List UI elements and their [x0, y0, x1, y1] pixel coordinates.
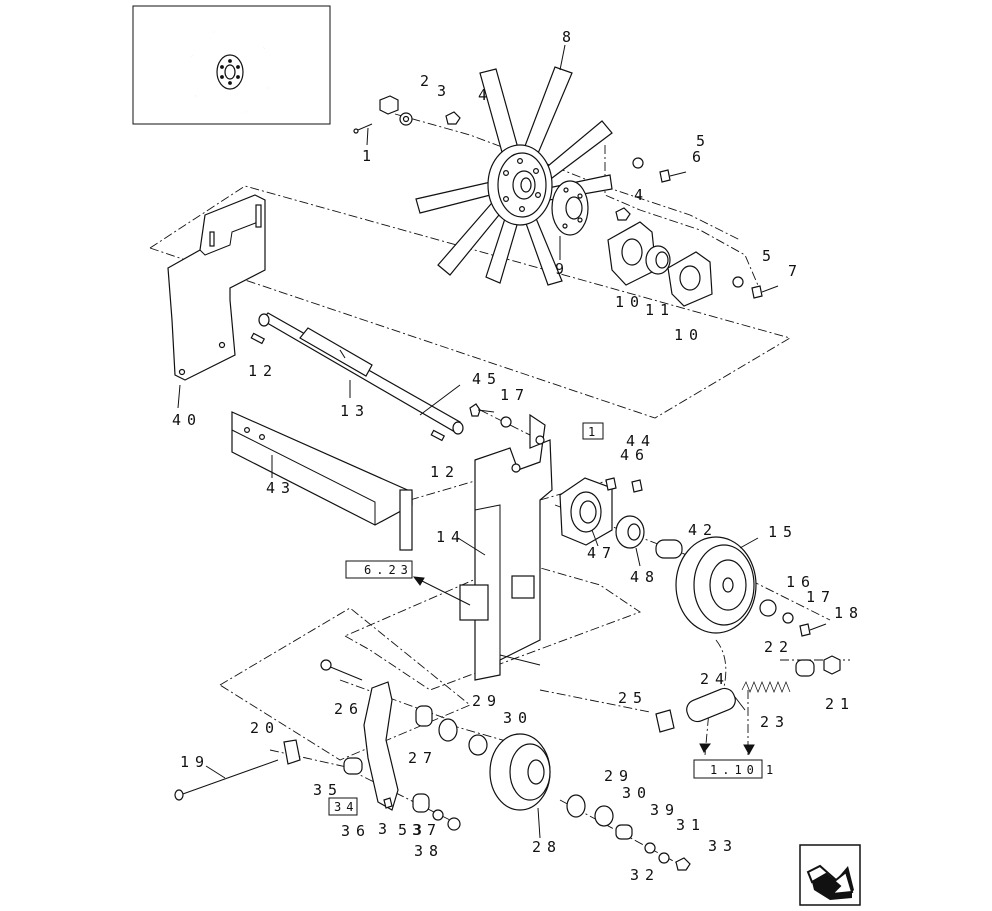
drive-shaft [250, 312, 464, 442]
label-47: 47 [587, 544, 617, 562]
label-7: 7 [788, 262, 803, 280]
label-31: 31 [676, 816, 706, 834]
next-page-button[interactable] [799, 844, 861, 906]
label-10b: 10 [674, 326, 704, 344]
label-28: 28 [532, 838, 562, 856]
label-4a: 4 [478, 86, 493, 104]
label-2: 2 [420, 72, 435, 90]
label-19: 19 [180, 753, 210, 771]
label-3: 3 [437, 82, 452, 100]
reference-box-1: 1 [582, 422, 604, 440]
label-9: 9 [555, 260, 570, 278]
idler-arm-group [174, 659, 691, 871]
label-10a: 10 [615, 293, 645, 311]
label-38: 38 [414, 842, 444, 860]
label-20: 20 [250, 719, 280, 737]
label-35: 35 [313, 781, 343, 799]
label-23: 23 [760, 713, 790, 731]
tensioner-plate [459, 413, 553, 681]
label-30b: 30 [622, 784, 652, 802]
label-36: 36 [341, 822, 371, 840]
channel-arm [231, 411, 413, 551]
fan-flange [551, 180, 589, 236]
label-14: 14 [436, 528, 466, 546]
label-13: 13 [340, 402, 370, 420]
label-25: 25 [618, 689, 648, 707]
label-24: 24 [700, 670, 730, 688]
svg-text:1: 1 [588, 425, 600, 439]
label-45: 45 [472, 370, 502, 388]
svg-text:1.10: 1.10 [710, 763, 759, 777]
cooling-fan [415, 66, 613, 286]
label-39: 39 [650, 801, 680, 819]
label-37: 37 [412, 821, 442, 839]
label-17b: 17 [806, 588, 836, 606]
label-46: 46 [620, 446, 650, 464]
label-32: 32 [630, 866, 660, 884]
svg-text:1: 1 [766, 763, 778, 777]
label-12a: 12 [248, 362, 278, 380]
label-29a: 29 [472, 692, 502, 710]
inset-thumbnail [132, 5, 331, 125]
label-44: 44 [626, 432, 656, 450]
upper-hardware [353, 95, 779, 299]
reference-box-34: 34 [328, 797, 358, 816]
label-5b: 5 [762, 247, 777, 265]
label-30a: 30 [503, 709, 533, 727]
label-4b: 4 [634, 186, 649, 204]
label-1: 1 [362, 147, 377, 165]
label-22: 22 [764, 638, 794, 656]
label-6: 6 [692, 148, 707, 166]
reference-box-6-23: 6.23 [345, 560, 413, 579]
mounting-bracket [167, 194, 266, 381]
inset-fan-icon [187, 31, 273, 113]
tension-spring-group [655, 655, 841, 733]
label-18: 18 [834, 604, 864, 622]
label-33: 33 [708, 837, 738, 855]
label-21: 21 [825, 695, 855, 713]
label-16: 16 [786, 573, 816, 591]
label-26: 26 [334, 700, 364, 718]
part-labels: 8 2 3 4 1 5 6 4 9 5 7 10 11 10 12 13 40 … [172, 28, 864, 884]
leader-lines [177, 44, 759, 839]
label-12b: 12 [430, 463, 460, 481]
label-11: 11 [645, 301, 675, 319]
label-15: 15 [768, 523, 798, 541]
upper-pulley-group [469, 403, 827, 637]
label-48: 48 [630, 568, 660, 586]
label-53: 53 [398, 821, 428, 839]
label-17a: 17 [500, 386, 530, 404]
label-42: 42 [688, 521, 718, 539]
label-27: 27 [408, 749, 438, 767]
label-8: 8 [562, 28, 577, 46]
label-43: 43 [266, 479, 296, 497]
svg-text:6.23: 6.23 [364, 563, 413, 577]
svg-text:34: 34 [334, 800, 358, 814]
label-40: 40 [172, 411, 202, 429]
label-3b: 3 [378, 820, 393, 838]
reference-box-1-10: 1.10 1 [693, 759, 778, 779]
reference-arrows [412, 576, 755, 756]
bent-arrow-icon [806, 864, 854, 900]
label-29b: 29 [604, 767, 634, 785]
label-5a: 5 [696, 132, 711, 150]
bearing-housings [607, 221, 713, 307]
